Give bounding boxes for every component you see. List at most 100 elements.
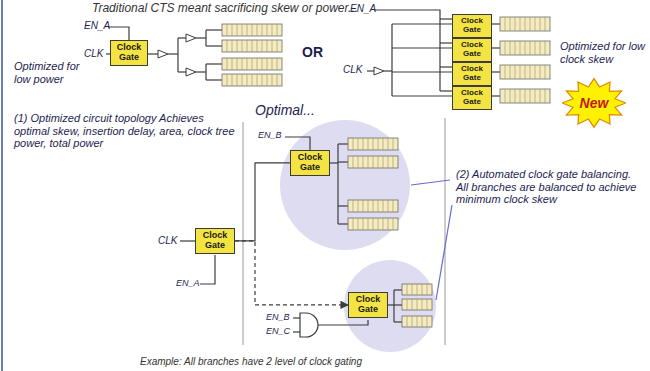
wire (440, 18, 452, 19)
node-text: Clock Gate (454, 89, 490, 107)
flop-bank-outline (222, 58, 282, 70)
wire (178, 37, 186, 38)
flop-bank-outline (348, 156, 398, 168)
wire (330, 162, 338, 163)
wire (411, 180, 450, 185)
signal-name: CLK (343, 64, 362, 76)
flop-divider (535, 17, 536, 31)
wire (178, 71, 186, 72)
wire (388, 304, 394, 305)
flop-bank (500, 41, 550, 55)
wire (392, 71, 452, 72)
flop-divider (510, 65, 511, 79)
node-text: Clock Gate (454, 17, 490, 35)
flop-divider (412, 284, 413, 295)
flop-bank (348, 200, 398, 212)
wire (436, 205, 452, 300)
buffer-symbol (374, 67, 384, 75)
flop-divider (530, 65, 531, 79)
wire (206, 45, 222, 46)
flop-divider (520, 89, 521, 103)
wire (200, 255, 215, 284)
flop-divider (272, 74, 273, 86)
callout-text: (1) Optimized circuit topology Achieves … (14, 112, 236, 150)
flop-divider (545, 41, 546, 55)
flop-divider (525, 89, 526, 103)
node-text: Clock Gate (197, 231, 233, 251)
wire (177, 38, 178, 72)
flop-divider (388, 156, 389, 168)
flop-bank (402, 284, 432, 295)
wire (392, 95, 452, 96)
wire (337, 144, 338, 224)
flop-divider (242, 24, 243, 36)
flop-divider (262, 40, 263, 52)
flop-bank (348, 218, 398, 230)
flop-divider (242, 74, 243, 86)
flop-divider (510, 17, 511, 31)
clock-gate-box: Clock Gate (452, 62, 492, 86)
wire (206, 79, 222, 80)
flop-divider (257, 40, 258, 52)
node-text: Clock Gate (292, 153, 328, 173)
wire (318, 320, 368, 325)
flop-divider (530, 17, 531, 31)
flop-divider (252, 24, 253, 36)
flop-divider (368, 200, 369, 212)
flop-divider (407, 299, 408, 310)
flop-divider (545, 17, 546, 31)
flop-divider (383, 156, 384, 168)
signal-name: CLK (158, 235, 177, 247)
buffer-symbol (186, 34, 196, 42)
flop-divider (525, 41, 526, 55)
wire (492, 23, 500, 24)
flop-divider (353, 138, 354, 150)
flop-divider (257, 24, 258, 36)
flop-divider (525, 17, 526, 31)
wire (285, 137, 310, 150)
signal-name: EN_A (84, 20, 110, 32)
signal-name: EN_C (266, 326, 290, 336)
flop-bank-outline (222, 40, 282, 52)
wire (108, 27, 129, 40)
flop-divider (252, 74, 253, 86)
flop-divider (520, 65, 521, 79)
flop-divider (388, 138, 389, 150)
flop-divider (237, 24, 238, 36)
flop-divider (368, 138, 369, 150)
flop-divider (227, 58, 228, 70)
flop-divider (520, 41, 521, 55)
section-heading: Optimal... (255, 102, 315, 118)
flop-divider (530, 41, 531, 55)
flop-divider (277, 40, 278, 52)
flop-divider (412, 299, 413, 310)
wire (206, 63, 222, 64)
flop-divider (267, 24, 268, 36)
flop-divider (353, 200, 354, 212)
flop-divider (252, 58, 253, 70)
caption: Example: All branches have 2 level of cl… (140, 356, 362, 368)
node-text: Clock Gate (112, 43, 146, 63)
and-gate-symbol (300, 313, 318, 337)
flop-divider (353, 218, 354, 230)
flop-divider (252, 40, 253, 52)
flop-divider (540, 41, 541, 55)
wire (338, 223, 348, 224)
flop-divider (417, 299, 418, 310)
flop-bank (222, 24, 282, 36)
flop-divider (427, 299, 428, 310)
flop-divider (535, 41, 536, 55)
buffer-symbol (186, 68, 196, 76)
flop-divider (393, 138, 394, 150)
wire (148, 53, 158, 54)
wire (392, 23, 452, 24)
flop-bank-outline (500, 89, 550, 103)
flop-divider (520, 17, 521, 31)
node-text: Clock Gate (454, 65, 490, 83)
flop-divider (407, 284, 408, 295)
clock-gate-box: Clock Gate (110, 40, 148, 66)
flop-divider (388, 200, 389, 212)
flop-bank (500, 65, 550, 79)
title: Traditional CTS meant sacrificing skew o… (92, 2, 358, 16)
